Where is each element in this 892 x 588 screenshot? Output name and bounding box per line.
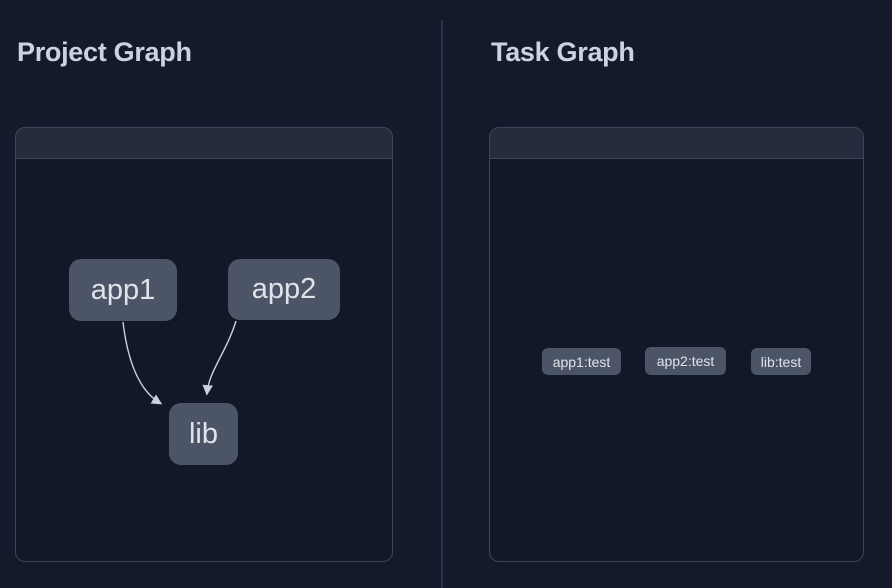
task-node-app1-test[interactable]: app1:test (542, 348, 621, 375)
task-graph-title: Task Graph (491, 37, 635, 67)
task-graph-canvas[interactable]: app1:test app2:test lib:test (490, 159, 863, 561)
edge-app2-lib (202, 320, 237, 396)
task-node-lib-test[interactable]: lib:test (751, 348, 811, 375)
project-graph-title: Project Graph (17, 37, 192, 67)
edge-app1-lib (122, 321, 163, 405)
project-node-app1[interactable]: app1 (69, 259, 177, 321)
task-graph-card: app1:test app2:test lib:test (489, 127, 864, 562)
project-node-app2[interactable]: app2 (228, 259, 340, 320)
project-graph-card: app1 app2 lib (15, 127, 393, 562)
project-node-lib[interactable]: lib (169, 403, 238, 465)
project-graph-canvas[interactable]: app1 app2 lib (16, 159, 392, 561)
task-graph-toolbar (490, 128, 863, 159)
task-node-app2-test[interactable]: app2:test (645, 347, 726, 375)
project-graph-toolbar (16, 128, 392, 159)
dependency-edges (122, 320, 237, 405)
panel-divider (441, 20, 443, 588)
